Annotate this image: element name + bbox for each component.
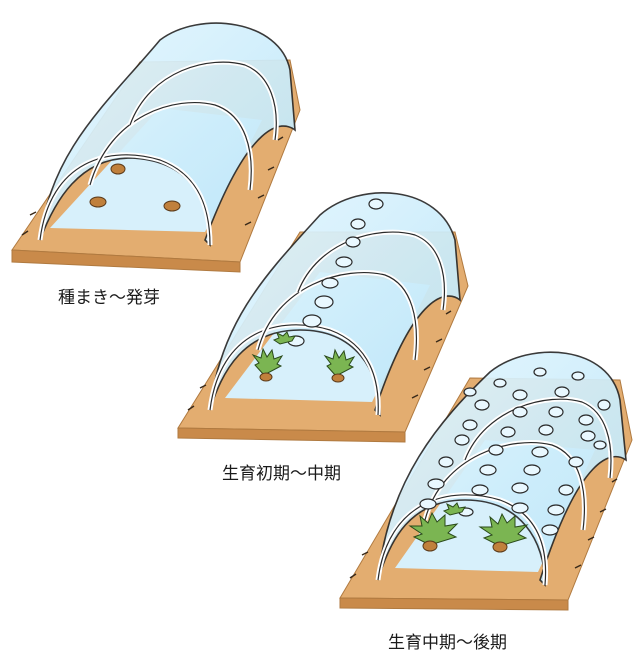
vent-hole (558, 484, 574, 496)
stage-1-soil-front (11, 249, 241, 273)
seed-icon (163, 200, 181, 212)
stage-3-vent-holes (419, 367, 611, 536)
stage-2-bed-marks (187, 310, 452, 411)
stage-2-tunnel (177, 192, 469, 443)
vent-hole (547, 504, 565, 516)
vent-hole (523, 464, 541, 476)
vent-hole (512, 389, 528, 401)
plant-icon (272, 331, 296, 345)
vent-hole (512, 406, 528, 418)
vent-hole (350, 218, 366, 230)
stage-1-hoop (39, 154, 211, 246)
vent-hole (335, 256, 353, 268)
stage-1-bed-marks (21, 136, 284, 236)
stage-1-hoop (129, 61, 277, 141)
vent-hole (345, 236, 361, 248)
stage-2-caption: 生育初期〜中期 (222, 464, 341, 484)
stage-3-hoop (464, 398, 612, 479)
vent-hole (474, 399, 490, 411)
vent-hole (419, 498, 437, 510)
plant-icon (442, 502, 466, 516)
stage-2-hoop (297, 231, 446, 311)
stage-3-film (377, 351, 627, 587)
stage-2-hoop (209, 324, 379, 416)
vent-hole (471, 484, 489, 496)
vent-hole (538, 424, 554, 436)
plant-icon (478, 512, 529, 553)
stage-1-hoop (89, 102, 252, 191)
vent-hole (578, 414, 594, 426)
vent-hole (593, 440, 607, 450)
seed-icon (110, 163, 126, 175)
plant-icon (251, 347, 284, 382)
vent-hole (580, 430, 596, 442)
stage-3-tunnel (339, 351, 633, 611)
vent-hole (531, 446, 549, 458)
vent-hole (321, 277, 339, 289)
vent-hole (427, 478, 445, 490)
vent-hole (454, 434, 470, 446)
stage-3-soil-front (339, 597, 569, 611)
vent-hole (554, 386, 570, 398)
vent-hole (571, 371, 585, 381)
vent-hole (302, 314, 322, 328)
vent-hole (368, 198, 384, 210)
vent-hole (438, 456, 454, 468)
vent-hole (541, 524, 559, 536)
vent-hole (533, 367, 547, 377)
vent-hole (462, 419, 478, 431)
vent-hole (314, 295, 334, 309)
seed-icon (89, 196, 107, 208)
plant-icon (323, 348, 356, 383)
vent-hole (568, 456, 584, 468)
plant-icon (408, 511, 459, 552)
vent-hole (511, 502, 529, 514)
vent-hole (488, 444, 504, 456)
stage-1-caption: 種まき〜発芽 (58, 288, 160, 308)
stage-1-tunnel (11, 22, 301, 273)
vent-hole (479, 464, 497, 476)
stage-3-caption: 生育中期〜後期 (388, 633, 507, 653)
stage-2-hoop (257, 271, 418, 361)
vent-hole (463, 387, 477, 397)
vent-hole (548, 406, 564, 418)
stage-3-hoop (424, 441, 585, 531)
stage-2-vent-holes (287, 198, 384, 347)
stage-3-hoop (377, 494, 547, 586)
vent-hole (511, 482, 529, 494)
vent-hole (493, 378, 507, 388)
stage-2-soil-front (177, 427, 406, 443)
vent-hole (500, 426, 516, 438)
stage-3-bed-marks (349, 478, 618, 579)
vent-hole (597, 399, 611, 411)
